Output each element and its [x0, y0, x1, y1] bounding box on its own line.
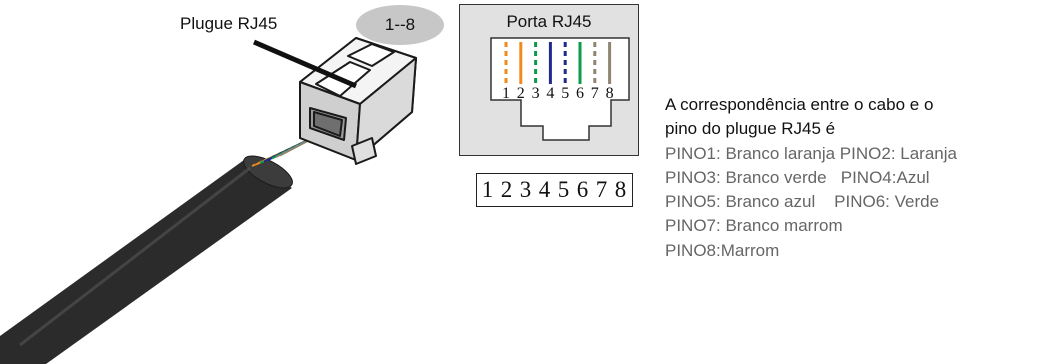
- rj45-plug-illustration: [0, 37, 417, 364]
- pin-mapping-line: PINO5: Branco azul PINO6: Verde: [665, 192, 940, 212]
- pin-number: 5: [557, 177, 571, 202]
- pin-range-badge: 1--8: [356, 5, 444, 45]
- pin-number: 7: [595, 177, 609, 202]
- pin-mapping-line: PINO1: Branco laranja PINO2: Laranja: [665, 143, 957, 163]
- pin-number: 2: [500, 177, 514, 202]
- label-pointer-line: [253, 39, 357, 89]
- pin-number: 8: [614, 177, 628, 202]
- correspondence-intro-line: pino do plugue RJ45 é: [665, 119, 836, 139]
- port-pins: [504, 42, 612, 84]
- port-pin-number: 8: [606, 85, 614, 102]
- port-title: Porta RJ45: [506, 12, 592, 31]
- pin-mapping-line: PINO8:Marrom: [665, 240, 780, 260]
- port-pin-number: 6: [576, 85, 584, 102]
- pin-correspondence-text: A correspondência entre o cabo e o pino …: [665, 93, 1060, 263]
- port-pin-number: 4: [546, 85, 554, 102]
- pin-numbers-box: 1 2 3 4 5 6 7 8: [476, 173, 633, 207]
- pin-mapping-line: PINO7: Branco marrom: [665, 216, 843, 236]
- plug-body: [299, 37, 417, 165]
- port-pin-number: 7: [591, 85, 599, 102]
- port-pin-number: 3: [532, 85, 540, 102]
- pin-number: 1: [481, 177, 495, 202]
- port-pin-number: 5: [561, 85, 569, 102]
- cable-jacket: [0, 155, 293, 364]
- pin-number: 3: [519, 177, 533, 202]
- pin-number: 4: [538, 177, 552, 202]
- port-pin-number: 2: [517, 85, 525, 102]
- pin-number: 6: [576, 177, 590, 202]
- plug-label: Plugue RJ45: [180, 14, 278, 33]
- pin-mapping-line: PINO3: Branco verde PINO4:Azul: [665, 167, 930, 187]
- port-pin-number: 1: [502, 85, 510, 102]
- correspondence-intro-line: A correspondência entre o cabo e o: [665, 95, 934, 114]
